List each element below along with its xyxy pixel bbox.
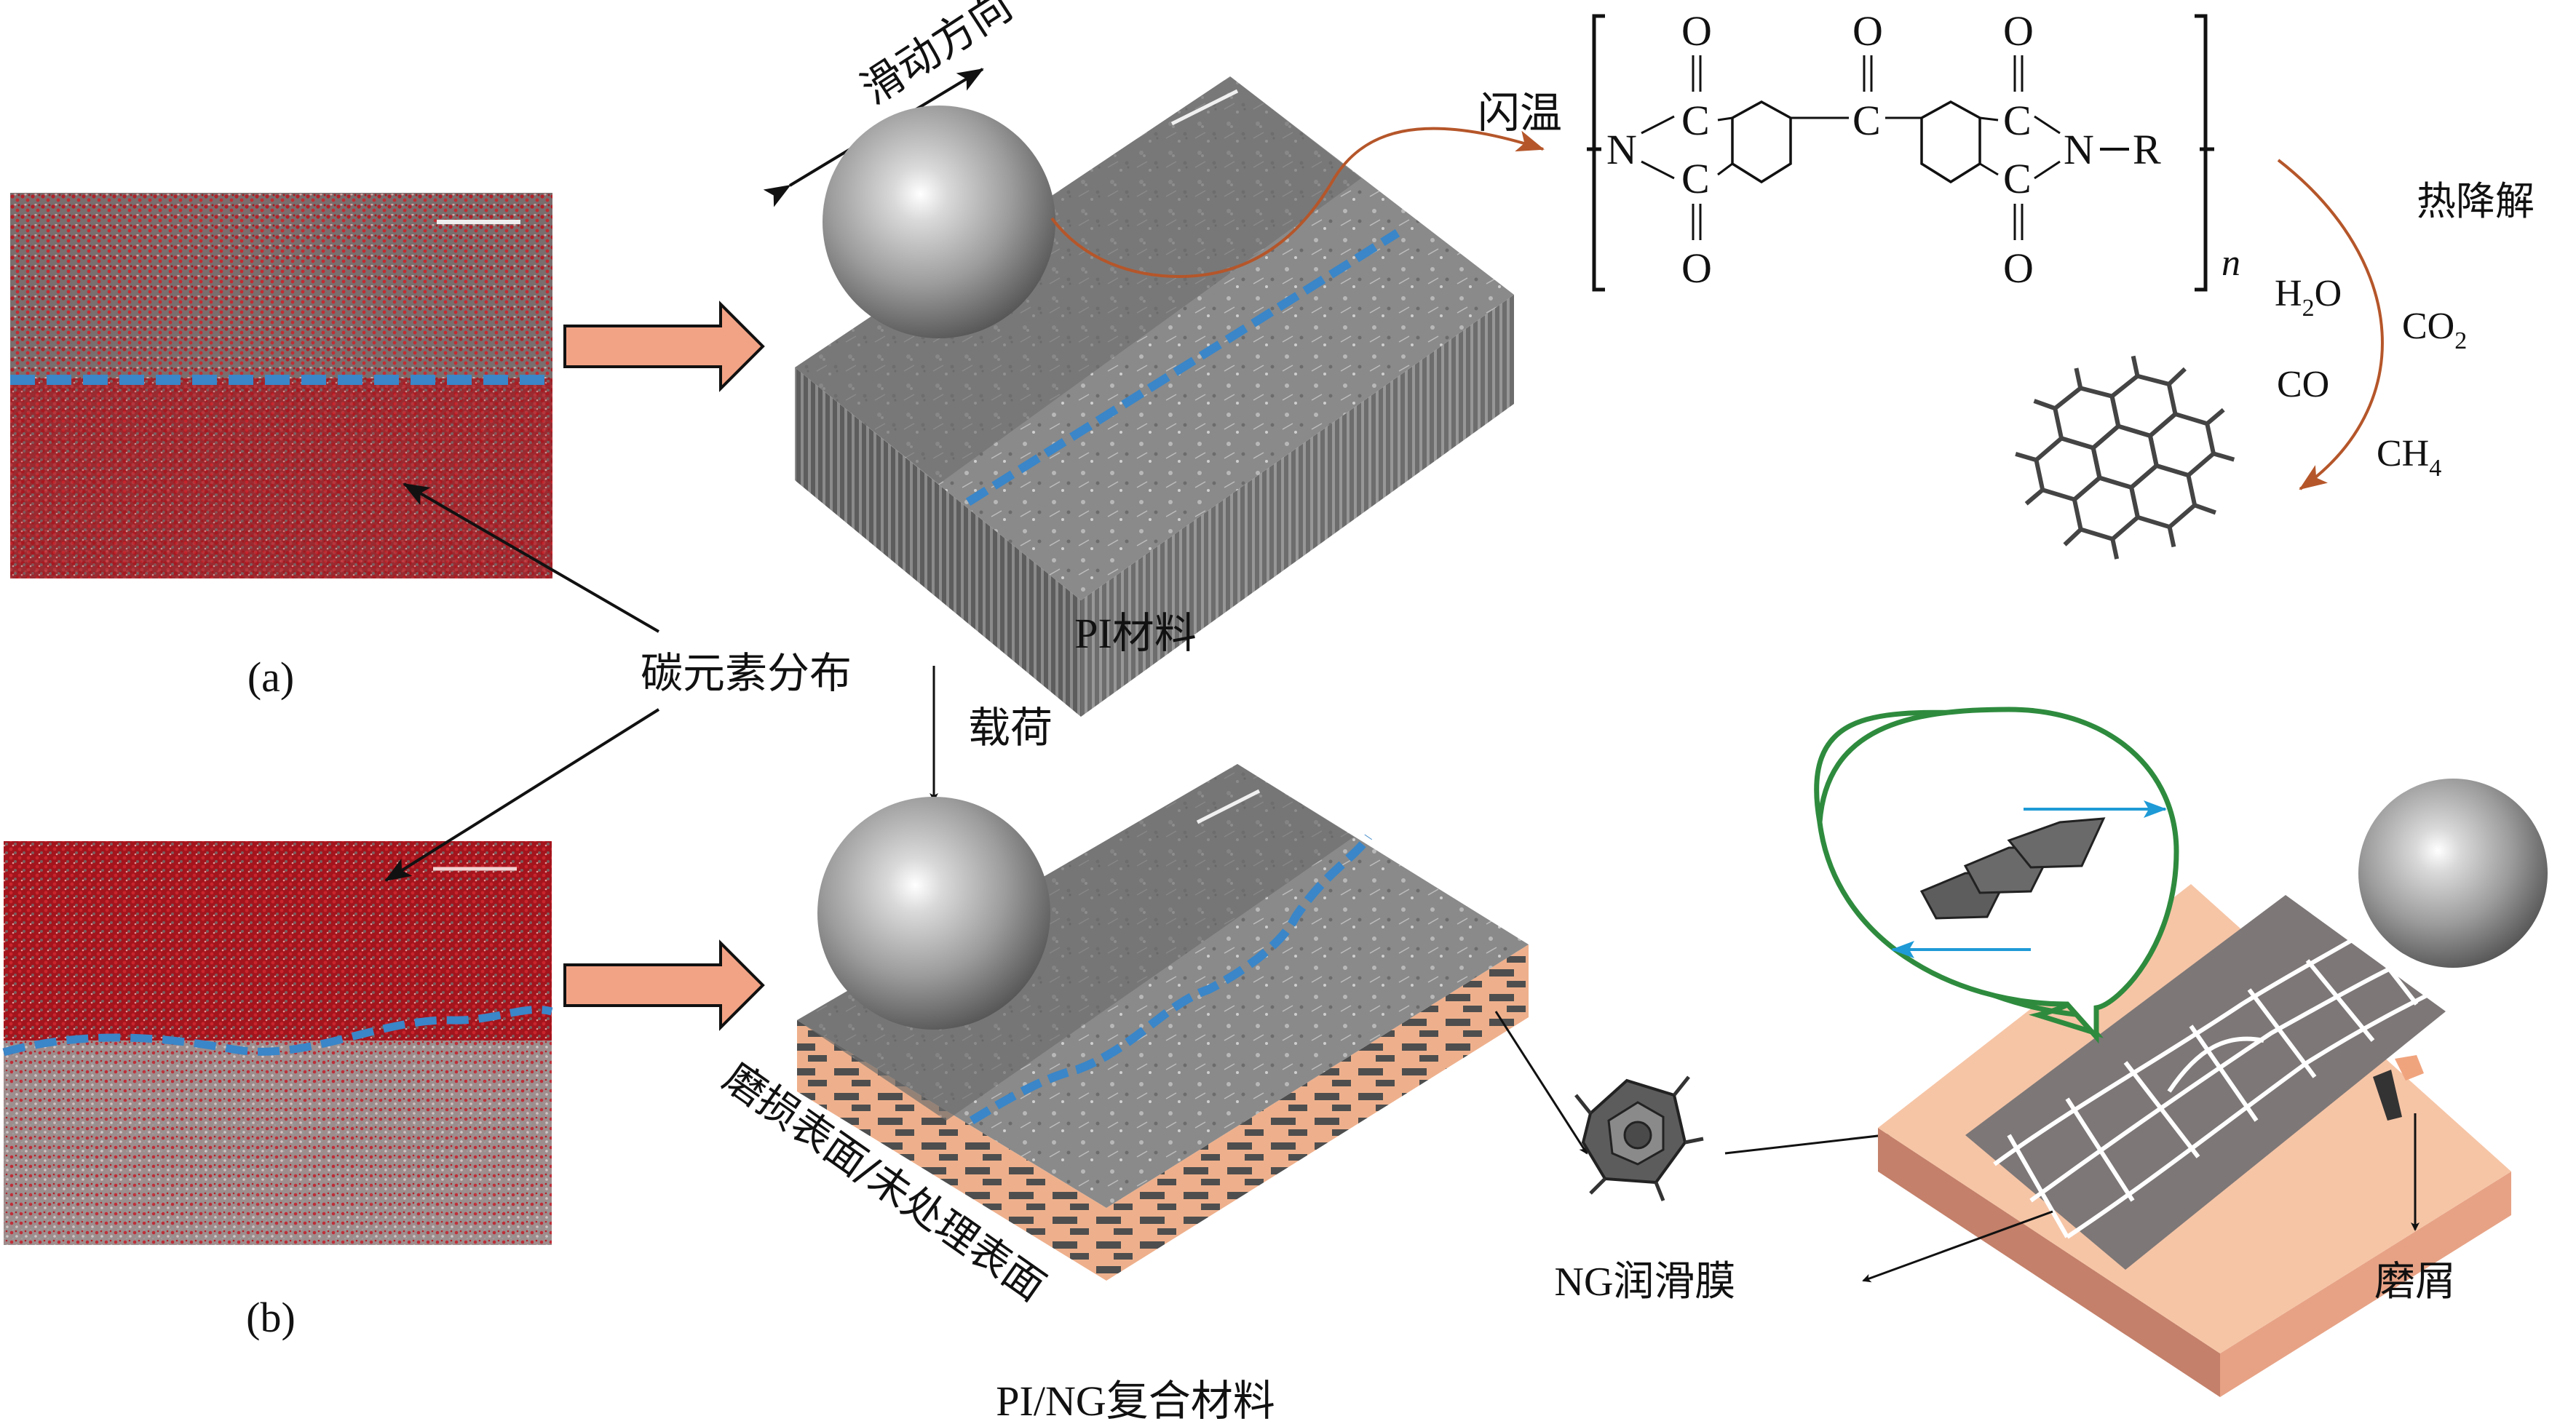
atom-n-right: N xyxy=(2064,126,2094,173)
ng-lubricating-film-label: NG润滑膜 xyxy=(1555,1260,1736,1305)
product-co2: CO2 xyxy=(2402,306,2467,354)
panel-a-label: (a) xyxy=(247,653,294,701)
atom-c-3: C xyxy=(2003,97,2032,144)
atom-o-3: O xyxy=(2003,7,2034,55)
atom-c-4: C xyxy=(2003,155,2032,202)
pi-ng-composite-block xyxy=(797,764,1529,1281)
steel-ball-top xyxy=(823,106,1055,338)
wear-debris-particle-dark xyxy=(2373,1070,2402,1121)
ng-lubricating-film xyxy=(1965,895,2446,1270)
product-h2o: H2O xyxy=(2275,273,2342,322)
process-arrow-a xyxy=(563,301,765,392)
process-arrow-b xyxy=(563,939,765,1031)
wear-boundary-line-pi xyxy=(965,228,1400,506)
atom-r: R xyxy=(2133,126,2161,173)
product-co: CO xyxy=(2277,364,2329,405)
flash-temperature-arrow xyxy=(1050,127,1545,279)
degradation-products: H2O CO2 CO CH4 xyxy=(2275,273,2467,482)
panel-a-edx-map xyxy=(10,193,552,578)
right-bracket xyxy=(2195,14,2208,292)
atom-c-1: C xyxy=(1681,97,1710,144)
film-to-label-arrow xyxy=(1862,1210,2053,1283)
atom-c-ketone: C xyxy=(1852,97,1881,144)
ng-particle-icon xyxy=(1574,1075,1704,1201)
ng-sheet-3 xyxy=(2007,817,2106,869)
left-bracket xyxy=(1592,14,1605,292)
thermal-degradation-label: 热降解 xyxy=(2417,178,2535,224)
ng-shear-zoom-bubble xyxy=(1814,707,2179,1044)
product-ch4: CH4 xyxy=(2377,433,2441,482)
repeat-unit-subscript: n xyxy=(2222,242,2240,284)
steel-ball-right xyxy=(2358,779,2548,968)
ng-particle-arrow xyxy=(1494,1011,1588,1155)
graphene-network-lines xyxy=(1993,907,2440,1239)
thermal-degradation-arrow xyxy=(2277,159,2384,490)
panel-b-label: (b) xyxy=(246,1294,296,1341)
carbon-distribution-label: 碳元素分布 xyxy=(641,648,852,698)
carbon-arrow-a xyxy=(403,482,660,633)
carbon-arrow-b xyxy=(384,708,660,882)
panel-b-edx-map xyxy=(2,841,553,1245)
atom-c-2: C xyxy=(1681,155,1710,202)
atom-o-1: O xyxy=(1681,7,1712,55)
lubricated-wear-track-block xyxy=(1878,884,2511,1397)
pi-material-block xyxy=(795,76,1514,717)
polyimide-structure: n N C C O O C O C C O O N xyxy=(1587,7,2240,292)
atom-o-2: O xyxy=(1681,244,1712,292)
wear-boundary-line-composite xyxy=(969,834,1372,1125)
flash-temperature-label: 闪温 xyxy=(1478,88,1562,138)
graphene-sheet-icon xyxy=(2015,355,2235,560)
atom-o-ketone: O xyxy=(1852,7,1883,55)
wear-boundary-line-b xyxy=(2,1006,553,1057)
wear-debris-particle-light xyxy=(2395,1055,2424,1081)
atom-n-left: N xyxy=(1606,126,1637,173)
wear-debris-label: 磨屑 xyxy=(2374,1258,2456,1305)
pi-ng-composite-label: PI/NG复合材料 xyxy=(996,1377,1275,1424)
atom-o-4: O xyxy=(2003,244,2034,292)
pi-material-label: PI材料 xyxy=(1074,610,1197,657)
load-label: 载荷 xyxy=(968,703,1053,752)
steel-ball-bottom xyxy=(817,797,1050,1030)
